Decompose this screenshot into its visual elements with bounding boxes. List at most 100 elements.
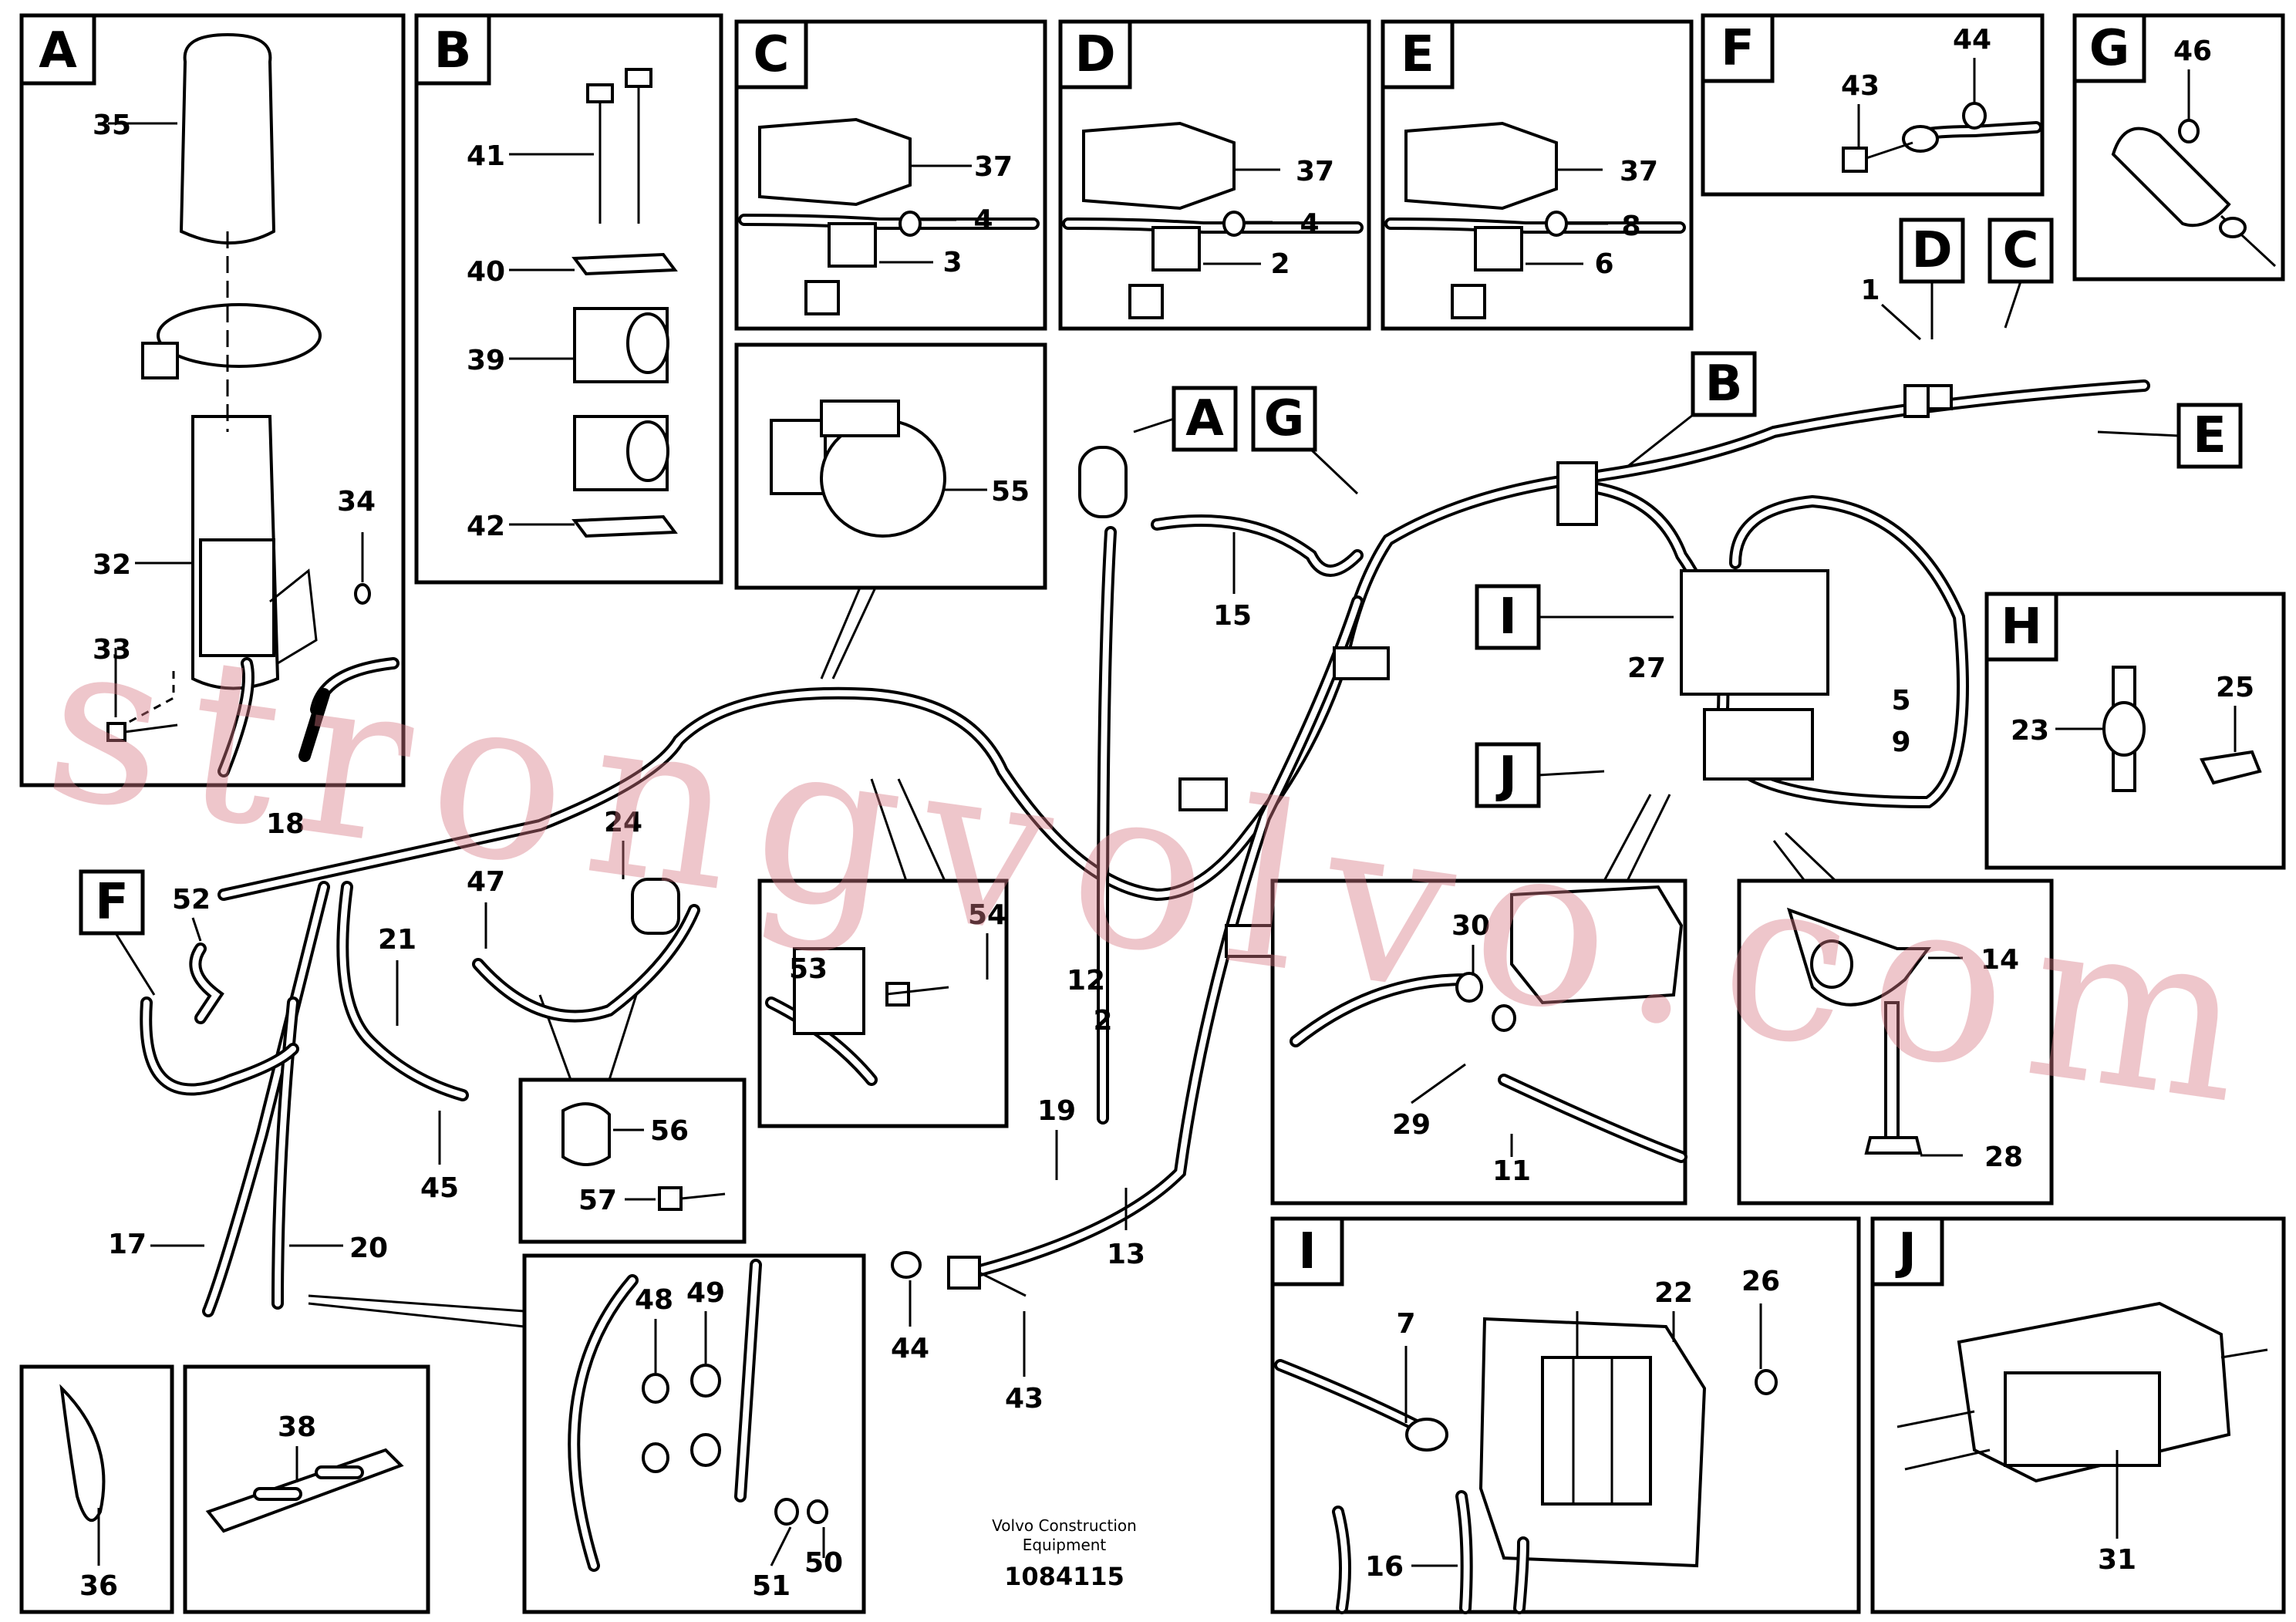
main-tag-b: B [1705,356,1743,413]
main-tag-a: A [1185,390,1224,447]
detail-panel-j: J 31 [1870,1216,2286,1614]
caption-line-1: Volvo Construction [992,1516,1137,1535]
callout-8: 8 [1621,211,1640,242]
main-tag-e: E [2193,407,2227,464]
detail-panel-c: C 37 4 3 [734,19,1047,331]
callout-32: 32 [93,549,131,581]
callout-39: 39 [467,345,505,376]
panel-h-tag: H [2001,599,2042,656]
panel-f-tag: F [1721,20,1755,77]
caption-line-2: Equipment [1023,1536,1107,1554]
callout-12: 12 [1067,965,1105,996]
callout-13: 13 [1107,1239,1145,1270]
callout-9: 9 [1891,727,1910,758]
callout-41: 41 [467,140,505,172]
callout-16: 16 [1365,1551,1404,1583]
callout-14: 14 [1981,944,2019,976]
clip-panel-36: 36 [19,1364,174,1614]
panel-b-tag: B [434,22,472,79]
callout-11: 11 [1492,1155,1531,1187]
callout-26: 26 [1741,1266,1780,1297]
clip-panel-56: 56 57 [518,994,747,1244]
clip-panel-54: 54 53 [757,778,1009,1128]
panel-c-tag: C [754,26,790,83]
callout-1: 1 [1860,275,1880,306]
title-block: Volvo Construction Equipment 1084115 [992,1516,1137,1591]
callout-48: 48 [635,1284,673,1316]
watermark: strongvolvo.com [33,588,2284,1157]
detail-panel-d: D 37 4 2 [1058,19,1371,331]
callout-54: 54 [968,899,1006,931]
callout-44-main: 44 [891,1333,929,1364]
clip-panel-55: 55 [734,342,1047,679]
callout-24: 24 [604,807,642,838]
callout-4-d: 4 [1300,208,1319,240]
drawing-number: 1084115 [1004,1562,1124,1591]
main-harness [140,379,2150,1317]
callout-43-main: 43 [1005,1383,1043,1415]
detail-panel-e: E 37 8 6 [1381,19,1694,331]
callout-46: 46 [2173,35,2212,67]
panel-i-tag: I [1298,1223,1317,1280]
callout-55: 55 [991,476,1030,508]
detail-panel-g: G 46 [2072,13,2285,282]
callout-15: 15 [1213,600,1252,632]
callout-49: 49 [686,1277,725,1309]
main-tag-d: D [1911,222,1952,279]
callout-30: 30 [1451,910,1490,942]
clip-panel-48: 48 49 51 50 [308,1253,866,1614]
callout-3: 3 [942,247,962,278]
callout-45: 45 [420,1172,459,1204]
clip-panel-14: 14 28 [1737,831,2054,1206]
detail-panel-f: F 43 44 [1701,13,2045,197]
clip-panel-30: 30 29 11 [1270,794,1687,1206]
detail-panel-a: A 35 32 34 33 [19,13,406,787]
callout-2-d: 2 [1270,248,1290,280]
callout-57: 57 [578,1185,617,1216]
callout-7: 7 [1396,1308,1415,1340]
callout-56: 56 [650,1115,689,1147]
callout-28: 28 [1984,1141,2023,1173]
callout-22: 22 [1654,1277,1693,1309]
callout-38: 38 [278,1411,316,1443]
callout-6: 6 [1594,248,1613,280]
callout-34: 34 [337,486,376,518]
clip-panel-38: 38 [183,1364,430,1614]
detail-panel-i: I 7 22 26 16 [1270,1216,1861,1614]
callout-29: 29 [1392,1109,1431,1141]
main-tag-i: I [1499,588,1517,646]
callout-37-e: 37 [1620,156,1658,187]
callout-53: 53 [789,953,828,985]
callout-37-d: 37 [1296,156,1334,187]
panel-d-tag: D [1074,26,1115,83]
callout-36: 36 [79,1570,118,1602]
callout-52: 52 [172,884,211,916]
callout-51: 51 [752,1570,791,1602]
detail-panel-b: B 41 40 39 42 [414,13,723,585]
callout-37-c: 37 [974,151,1013,183]
main-callouts: 1 15 27 5 9 18 52 24 47 21 45 17 20 12 2… [108,275,1922,1415]
callout-25: 25 [2216,672,2254,703]
callout-23: 23 [2011,715,2049,747]
callout-31: 31 [2098,1544,2136,1576]
callout-17: 17 [108,1229,147,1260]
callout-2-main: 2 [1093,1005,1112,1037]
main-tags: A G B D C E I J F [79,218,2243,996]
callout-50: 50 [804,1547,843,1579]
panel-e-tag: E [1401,26,1435,83]
panel-a-tag: A [39,22,77,79]
callout-33: 33 [93,634,131,666]
callout-43-f: 43 [1841,70,1880,102]
callout-4-c: 4 [973,204,993,236]
main-tag-j: J [1495,747,1517,804]
callout-19: 19 [1037,1095,1076,1127]
panel-g-tag: G [2089,20,2130,77]
panel-j-tag: J [1895,1223,1917,1280]
callout-47: 47 [467,866,505,898]
callout-35: 35 [93,110,131,141]
callout-21: 21 [378,924,416,956]
main-tag-g: G [1264,390,1305,447]
callout-42: 42 [467,511,505,542]
